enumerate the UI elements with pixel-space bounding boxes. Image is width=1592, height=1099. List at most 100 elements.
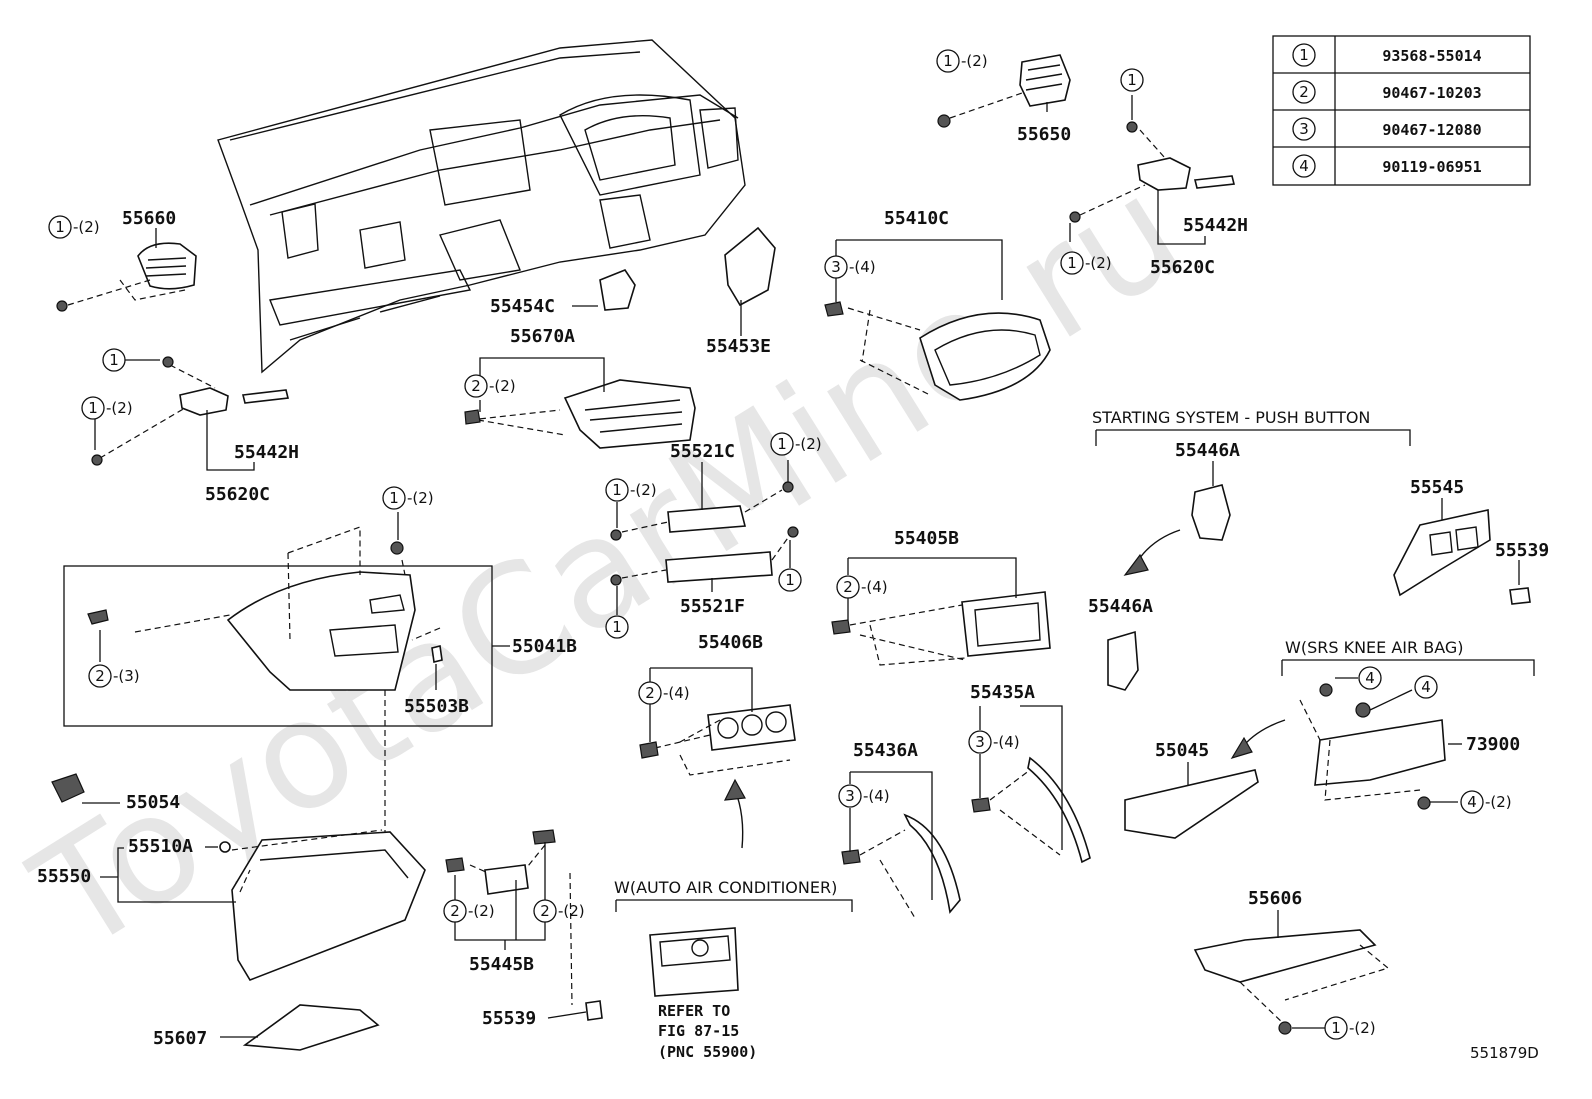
svg-text:-(4): -(4) (861, 578, 888, 596)
part-55607-shape (242, 1004, 380, 1051)
screw-icon (1417, 796, 1431, 810)
part-label-55442H-left: 55442H (234, 442, 299, 463)
callout: 2-(3) (88, 664, 140, 688)
screw-icon (1355, 702, 1371, 718)
callout: 4 (1414, 675, 1438, 699)
leader-lines (82, 95, 1535, 1038)
screw-icon (91, 454, 103, 466)
svg-text:-(2): -(2) (73, 218, 100, 236)
svg-text:1: 1 (612, 481, 622, 499)
screw-icon (1069, 211, 1081, 223)
part-label-55660: 55660 (122, 208, 176, 229)
meter-hood-55410C (919, 312, 1051, 401)
part-label-55041B: 55041B (512, 636, 577, 657)
svg-text:-(2): -(2) (1485, 793, 1512, 811)
part-label-55410C: 55410C (884, 208, 949, 229)
part-label-55650: 55650 (1017, 124, 1071, 145)
svg-text:1: 1 (1067, 254, 1077, 272)
part-label-55446A-upper: 55446A (1175, 440, 1240, 461)
svg-text:4: 4 (1365, 669, 1375, 687)
svg-text:-(2): -(2) (630, 481, 657, 499)
ac-control-55406B (707, 704, 796, 751)
callout: 2-(2) (533, 899, 585, 923)
panel-55670A (563, 379, 696, 449)
svg-text:1: 1 (88, 399, 98, 417)
legend-row: 2 90467-10203 (1292, 80, 1482, 104)
svg-text:4: 4 (1421, 678, 1431, 696)
part-label-55550: 55550 (37, 866, 91, 887)
callouts: 1-(2) 1-(2) 1 1-(2) 3-(4) 1 1-(2) 2-(2) … (48, 49, 1512, 1040)
glove-door-55041B (226, 571, 416, 691)
callout: 1 (605, 615, 629, 639)
part-label-55503B: 55503B (404, 696, 469, 717)
svg-text:1: 1 (612, 618, 622, 636)
callout: 1 (778, 568, 802, 592)
svg-text:1: 1 (389, 489, 399, 507)
part-label-55545: 55545 (1410, 477, 1464, 498)
legend-table: 1 93568-55014 2 90467-10203 3 90467-1208… (1272, 35, 1531, 186)
legend-num: 1 (1299, 46, 1309, 64)
screw-icon (1278, 1021, 1292, 1035)
part-label-55045: 55045 (1155, 740, 1209, 761)
clip-55539-bottom (585, 1000, 603, 1021)
callout: 1 -(2) (48, 215, 100, 239)
callout: 1-(2) (1324, 1016, 1376, 1040)
part-label-55510A: 55510A (128, 836, 193, 857)
vent-55660 (137, 242, 197, 290)
vent-55650 (1019, 54, 1071, 107)
svg-text:-(2): -(2) (489, 377, 516, 395)
screw-icon (782, 481, 794, 493)
part-55453E-shape (724, 226, 776, 307)
callout: 1 -(2) (605, 478, 657, 502)
svg-text:-(2): -(2) (468, 902, 495, 920)
screw-icon (390, 541, 404, 555)
display-55405B (961, 591, 1051, 657)
callout: 2 -(2) (464, 374, 516, 398)
refer-line-2: FIG 87-15 (658, 1022, 739, 1040)
legend-part: 90119-06951 (1382, 158, 1481, 176)
part-label-55445B: 55445B (469, 954, 534, 975)
callout: 2-(4) (836, 575, 888, 599)
svg-text:3: 3 (831, 258, 841, 276)
svg-text:-(2): -(2) (961, 52, 988, 70)
trim-55435A (1027, 756, 1091, 864)
callout: 3 -(4) (824, 255, 876, 279)
svg-text:-(2): -(2) (558, 902, 585, 920)
callout: 1 -(2) (1060, 251, 1112, 275)
svg-text:-(3): -(3) (113, 667, 140, 685)
part-label-55670A: 55670A (510, 326, 575, 347)
part-label-55435A: 55435A (970, 682, 1035, 703)
callout: 2-(2) (443, 899, 495, 923)
part-label-55521C: 55521C (670, 441, 735, 462)
legend-part: 90467-10203 (1382, 84, 1481, 102)
callout: 1-(2) (382, 486, 434, 510)
part-label-55446A-lower: 55446A (1088, 596, 1153, 617)
svg-text:4: 4 (1467, 793, 1477, 811)
part-label-55442H-right: 55442H (1183, 215, 1248, 236)
part-55054-shape (51, 773, 85, 803)
legend-row: 1 93568-55014 (1292, 43, 1482, 67)
svg-text:-(2): -(2) (1085, 254, 1112, 272)
refer-line-3: (PNC 55900) (658, 1043, 757, 1061)
part-labels: 55660 55454C 55453E 55670A 55410C 55650 … (37, 124, 1549, 1049)
svg-text:3: 3 (975, 733, 985, 751)
legend-num: 4 (1299, 157, 1309, 175)
callout: 1-(2) (770, 432, 822, 456)
svg-text:-(4): -(4) (849, 258, 876, 276)
refer-note: REFER TO FIG 87-15 (PNC 55900) (658, 1002, 757, 1061)
figure-id: 551879D (1470, 1044, 1539, 1062)
svg-text:3: 3 (845, 787, 855, 805)
callout: 1-(2) (81, 396, 133, 420)
bracket-55620C-right (1137, 157, 1235, 191)
svg-text:1: 1 (55, 218, 65, 236)
part-label-55539-bottom: 55539 (482, 1008, 536, 1029)
legend-num: 3 (1299, 120, 1309, 138)
switch-55521F (665, 551, 773, 583)
screw-icon (937, 114, 951, 128)
svg-text:2: 2 (471, 377, 481, 395)
knee-panel-55045 (1124, 769, 1259, 839)
callout: 4 -(2) (1460, 790, 1512, 814)
svg-text:-(4): -(4) (663, 684, 690, 702)
part-label-55620C-left: 55620C (205, 484, 270, 505)
